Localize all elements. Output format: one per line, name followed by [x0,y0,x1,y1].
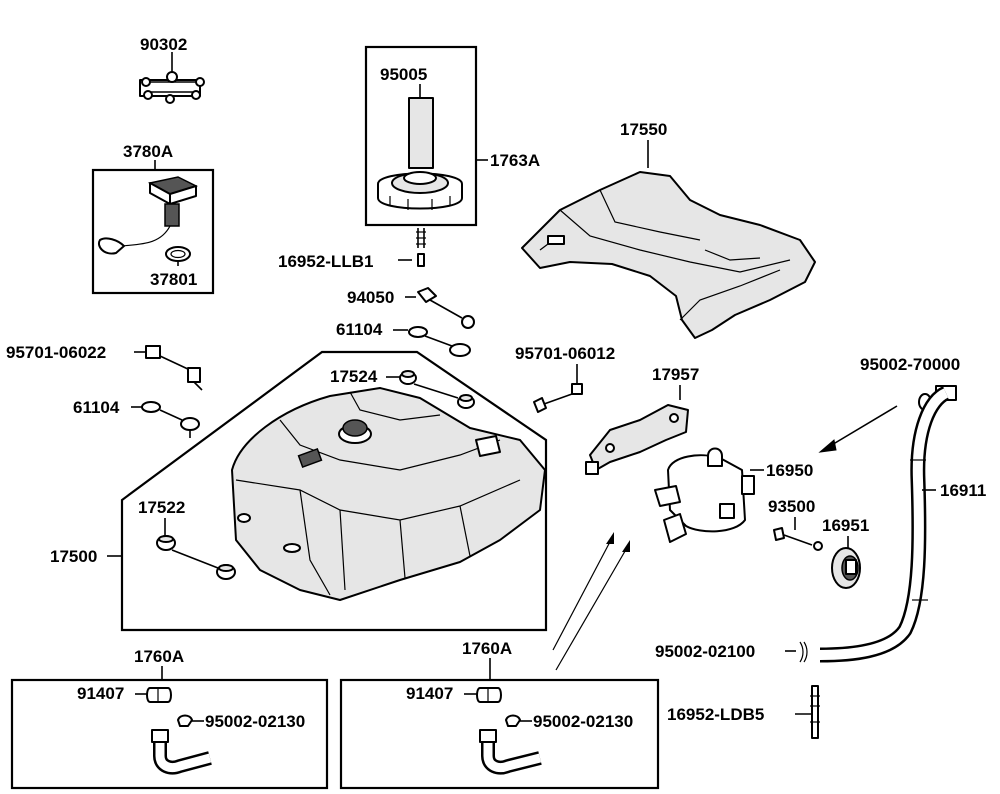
fuel-hose-16911-drawing [819,385,957,663]
fuel-tank-drawing [231,387,546,601]
label-95002-02130-right: 95002-02130 [533,712,633,731]
rear-cover-drawing [521,171,816,339]
label-37801: 37801 [150,270,197,289]
label-3780A: 3780A [123,142,173,161]
cap-fasteners-drawing [408,228,475,357]
label-95005: 95005 [380,65,427,84]
label-17550: 17550 [620,120,667,139]
bolt-95701-06022-drawing [145,345,203,391]
label-95002-02130-left: 95002-02130 [205,712,305,731]
bracket-17957-drawing [585,404,689,475]
frame-17500 [120,350,548,632]
fuel-cap-drawing [377,97,463,210]
label-93500: 93500 [768,497,815,516]
label-1763A: 1763A [490,151,540,170]
frame-1760A-left [10,678,329,790]
frame-1760A-right [339,678,660,790]
rubber-17522-drawing [156,535,236,580]
frame-1763A [364,45,478,227]
label-16950: 16950 [766,461,813,480]
label-61104-left: 61104 [73,398,120,417]
label-1760A-left: 1760A [134,647,184,666]
label-16911: 16911 [940,481,986,500]
hose-kit-left-drawing [146,687,212,775]
label-17522: 17522 [138,498,185,517]
label-95002-70000: 95002-70000 [860,355,960,374]
hose-kit-right-drawing [476,687,542,775]
rubber-17524-drawing [399,370,475,409]
label-95002-02100: 95002-02100 [655,642,755,661]
washer-61104-left-drawing [141,401,200,438]
label-91407-right: 91407 [406,684,453,703]
label-17500: 17500 [50,547,97,566]
clamp-95002-02100-drawing [785,641,808,663]
label-16952-LLB1: 16952-LLB1 [278,252,373,271]
label-90302: 90302 [140,35,187,54]
label-16951: 16951 [822,516,869,535]
bracket-90302-drawing [139,52,205,104]
frame-3780A [91,168,215,295]
label-94050: 94050 [347,288,394,307]
label-95701-06022: 95701-06022 [6,343,106,362]
fuel-valve-16950-drawing [654,447,755,543]
bolt-95701-06012-drawing [533,383,583,413]
label-16952-LDB5: 16952-LDB5 [667,705,764,724]
fuel-pump-drawing [98,176,199,262]
label-61104-top: 61104 [336,320,383,339]
label-17524: 17524 [330,367,378,386]
assembly-arrows [552,405,898,671]
label-91407-left: 91407 [77,684,124,703]
label-1760A-right: 1760A [462,639,512,658]
screw-16952-LDB5-drawing [810,685,820,739]
label-17957: 17957 [652,365,699,384]
label-95701-06012: 95701-06012 [515,344,615,363]
screw-93500-drawing [773,527,823,551]
cap-16951-drawing [831,547,861,589]
